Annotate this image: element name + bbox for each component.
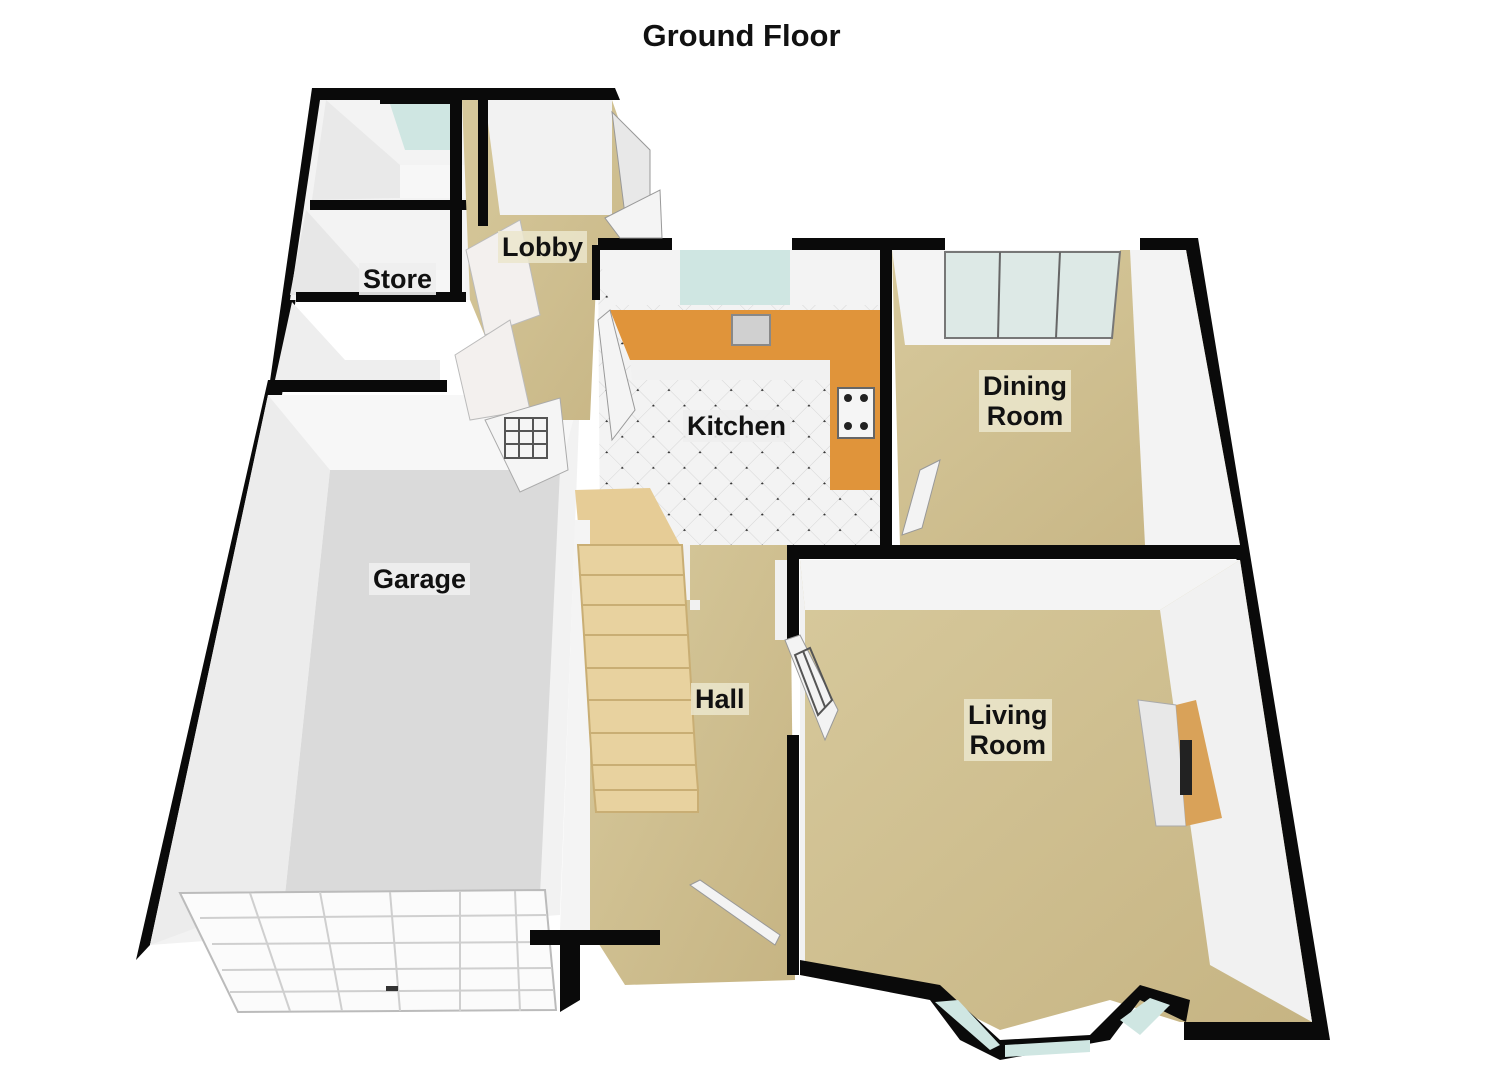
living-room bbox=[784, 560, 1312, 1060]
plan-title: Ground Floor bbox=[642, 18, 841, 53]
fireplace bbox=[1137, 699, 1222, 827]
kitchen bbox=[575, 245, 892, 550]
garage bbox=[150, 395, 580, 1014]
store-block bbox=[272, 96, 470, 392]
room-label-living-line1: Living bbox=[968, 700, 1048, 730]
room-label-dining-line1: Dining bbox=[983, 371, 1067, 401]
room-label-garage: Garage bbox=[369, 563, 471, 595]
room-label-living: Living Room bbox=[964, 699, 1052, 761]
lobby-door-glazing bbox=[504, 417, 548, 459]
hob-burners bbox=[844, 394, 868, 430]
room-label-dining-line2: Room bbox=[986, 401, 1064, 431]
living-door-glazing bbox=[793, 646, 834, 717]
hall bbox=[530, 520, 799, 1012]
room-label-dining: Dining Room bbox=[979, 370, 1071, 432]
room-label-store: Store bbox=[359, 263, 437, 295]
room-label-lobby: Lobby bbox=[498, 231, 587, 263]
dining-room bbox=[780, 250, 1240, 559]
garage-door bbox=[178, 888, 558, 1014]
room-label-hall: Hall bbox=[691, 683, 749, 715]
staircase bbox=[576, 544, 700, 813]
room-label-living-line2: Room bbox=[969, 730, 1047, 760]
room-label-kitchen: Kitchen bbox=[683, 410, 791, 442]
